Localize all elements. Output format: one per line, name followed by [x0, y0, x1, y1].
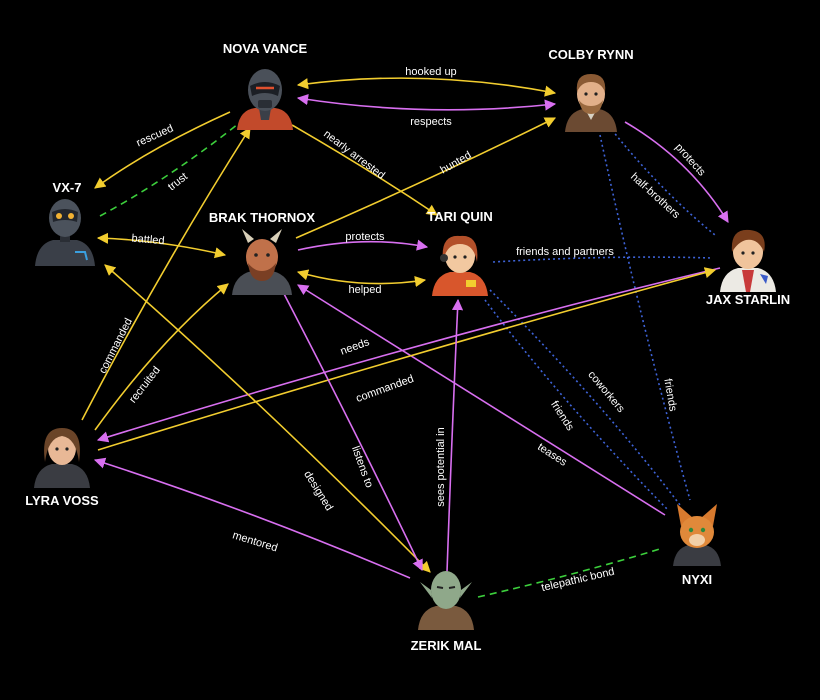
- edge-label-brak-colby: hunted: [438, 149, 473, 176]
- edge-label-vx7-nova: trust: [166, 171, 190, 194]
- edge-vx7-brak: [96, 232, 227, 259]
- edge-brak-colby: [295, 117, 557, 239]
- edge-zerik-nyxi: [477, 547, 664, 598]
- node-name-nyxi: NYXI: [682, 572, 712, 587]
- edge-label-nova-vx7: rescued: [135, 122, 176, 149]
- woman-commander-avatar-icon: [34, 428, 90, 488]
- edges-layer: [81, 77, 729, 598]
- edge-label-lyra-jax: commanded: [354, 373, 415, 405]
- edge-label-nova-colby: hooked up: [405, 66, 456, 78]
- node-vx7[interactable]: VX-7: [35, 180, 95, 266]
- horned-warrior-avatar-icon: [232, 229, 292, 295]
- edge-label-jax-lyra: needs: [339, 336, 372, 358]
- edge-zerik-tari: [446, 298, 464, 573]
- edge-brak-zerik: [281, 289, 423, 572]
- node-lyra[interactable]: LYRA VOSS: [25, 428, 99, 508]
- edge-zerik-lyra: [93, 457, 411, 579]
- edge-label-nova-tari: nearly arrested: [321, 128, 387, 182]
- edge-colby-nova: [296, 94, 557, 111]
- edge-label-lyra-brak: recruited: [127, 364, 163, 405]
- node-jax[interactable]: JAX STARLIN: [706, 229, 790, 307]
- edge-vx7-zerik: [104, 264, 431, 573]
- node-nova[interactable]: NOVA VANCE: [223, 41, 308, 130]
- edge-brak-tari: [297, 239, 429, 251]
- node-colby[interactable]: COLBY RYNN: [548, 47, 634, 132]
- node-zerik[interactable]: ZERIK MAL: [411, 571, 482, 653]
- node-nyxi[interactable]: NYXI: [673, 504, 721, 587]
- edge-label-tari-jax: friends and partners: [516, 246, 614, 258]
- node-name-vx7: VX-7: [53, 180, 82, 195]
- robot-avatar-icon: [35, 199, 95, 266]
- node-name-colby: COLBY RYNN: [548, 47, 633, 62]
- edge-label-colby-jax: half-brothers: [628, 171, 682, 222]
- edge-label-colby-nyxi: friends: [661, 378, 679, 413]
- pilot-girl-avatar-icon: [432, 235, 488, 296]
- bearded-man-avatar-icon: [565, 74, 617, 132]
- green-alien-avatar-icon: [418, 571, 474, 630]
- edge-label-zerik-tari: sees potential in: [435, 427, 447, 507]
- robot-helmet-avatar-icon: [237, 69, 293, 130]
- young-pilot-avatar-icon: [720, 229, 776, 292]
- edge-label-brak-tari: protects: [345, 231, 385, 243]
- edge-tari-nyxi: [489, 289, 681, 506]
- edge-lyra-jax: [97, 267, 717, 451]
- edge-colby-jax: [624, 121, 729, 223]
- edge-label-zerik-nyxi: telepathic bond: [540, 566, 615, 594]
- edge-label-tari-nyxi: friends: [548, 399, 576, 434]
- edge-label-vx7-brak: battled: [131, 232, 165, 247]
- edge-label-tari-brak: helped: [348, 284, 381, 296]
- edge-colby-nyxi: [599, 134, 691, 501]
- node-name-brak: BRAK THORNOX: [209, 210, 315, 225]
- edge-label-vx7-zerik: designed: [301, 469, 335, 513]
- node-name-jax: JAX STARLIN: [706, 292, 790, 307]
- edge-label-tari-nyxi: coworkers: [585, 369, 627, 415]
- node-name-zerik: ZERIK MAL: [411, 638, 482, 653]
- edge-labels-layer: hooked up respects rescued trust nearly arre…: [97, 66, 708, 594]
- node-name-nova: NOVA VANCE: [223, 41, 308, 56]
- edge-tari-brak: [296, 269, 427, 288]
- node-tari[interactable]: TARI QUIN: [427, 209, 493, 296]
- edge-vx7-nova: [99, 123, 239, 217]
- edge-colby-jax: [611, 129, 716, 236]
- edge-label-zerik-lyra: mentored: [231, 529, 279, 554]
- node-name-tari: TARI QUIN: [427, 209, 492, 224]
- edge-label-lyra-nova: commanded: [97, 316, 135, 375]
- edge-nova-vx7: [94, 111, 231, 189]
- node-name-lyra: LYRA VOSS: [25, 493, 99, 508]
- edge-nova-colby: [296, 77, 557, 97]
- edge-tari-nyxi: [484, 299, 669, 511]
- edge-nova-tari: [291, 124, 438, 216]
- node-brak[interactable]: BRAK THORNOX: [209, 210, 315, 295]
- cat-alien-avatar-icon: [673, 504, 721, 566]
- edge-label-colby-nova: respects: [410, 116, 452, 128]
